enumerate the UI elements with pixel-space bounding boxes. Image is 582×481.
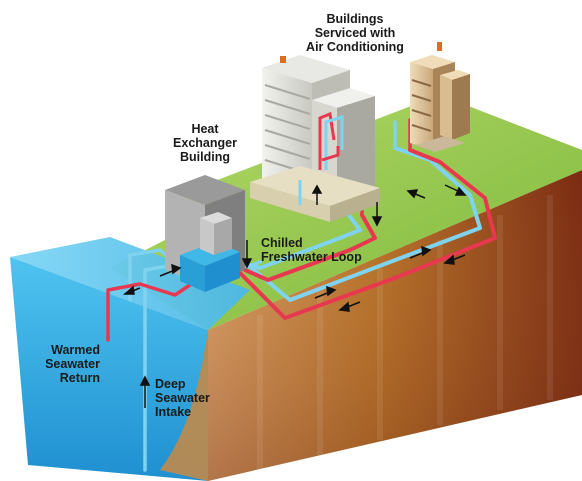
label-deep-intake-line-2: Seawater bbox=[155, 391, 210, 405]
building-loops bbox=[298, 111, 344, 205]
label-heat-exchanger-line-3: Building bbox=[180, 150, 230, 164]
label-chilled-loop-line-2: Freshwater Loop bbox=[261, 250, 362, 264]
soil-cross-section bbox=[208, 170, 582, 481]
label-chilled-loop-line-1: Chilled bbox=[261, 236, 303, 250]
seafloor-slope bbox=[160, 330, 208, 481]
label-deep-intake-line-3: Intake bbox=[155, 405, 192, 419]
office-tower bbox=[250, 55, 380, 222]
label-buildings-line-1: Buildings bbox=[326, 12, 384, 26]
label-deep-intake-line-1: Deep bbox=[155, 377, 186, 391]
label-heat-exchanger-line-1: Heat bbox=[191, 122, 219, 136]
label-warmed-return: Warmed Seawater Return bbox=[28, 343, 100, 385]
residential-tower bbox=[410, 42, 470, 152]
label-chilled-loop: Chilled Freshwater Loop bbox=[261, 236, 362, 264]
label-warmed-return-line-1: Warmed bbox=[51, 343, 100, 357]
label-warmed-return-line-2: Seawater bbox=[45, 357, 100, 371]
label-heat-exchanger: Heat Exchanger Building bbox=[160, 122, 250, 164]
ocean-cross-section bbox=[10, 257, 208, 481]
label-heat-exchanger-line-2: Exchanger bbox=[173, 136, 237, 150]
label-buildings: Buildings Serviced with Air Conditioning bbox=[290, 12, 420, 54]
label-buildings-line-3: Air Conditioning bbox=[306, 40, 404, 54]
label-buildings-line-2: Serviced with bbox=[314, 26, 396, 40]
heat-exchanger-building bbox=[165, 175, 245, 292]
flow-arrows bbox=[123, 184, 467, 408]
label-warmed-return-line-3: Return bbox=[59, 371, 100, 385]
label-deep-intake: Deep Seawater Intake bbox=[155, 377, 210, 419]
